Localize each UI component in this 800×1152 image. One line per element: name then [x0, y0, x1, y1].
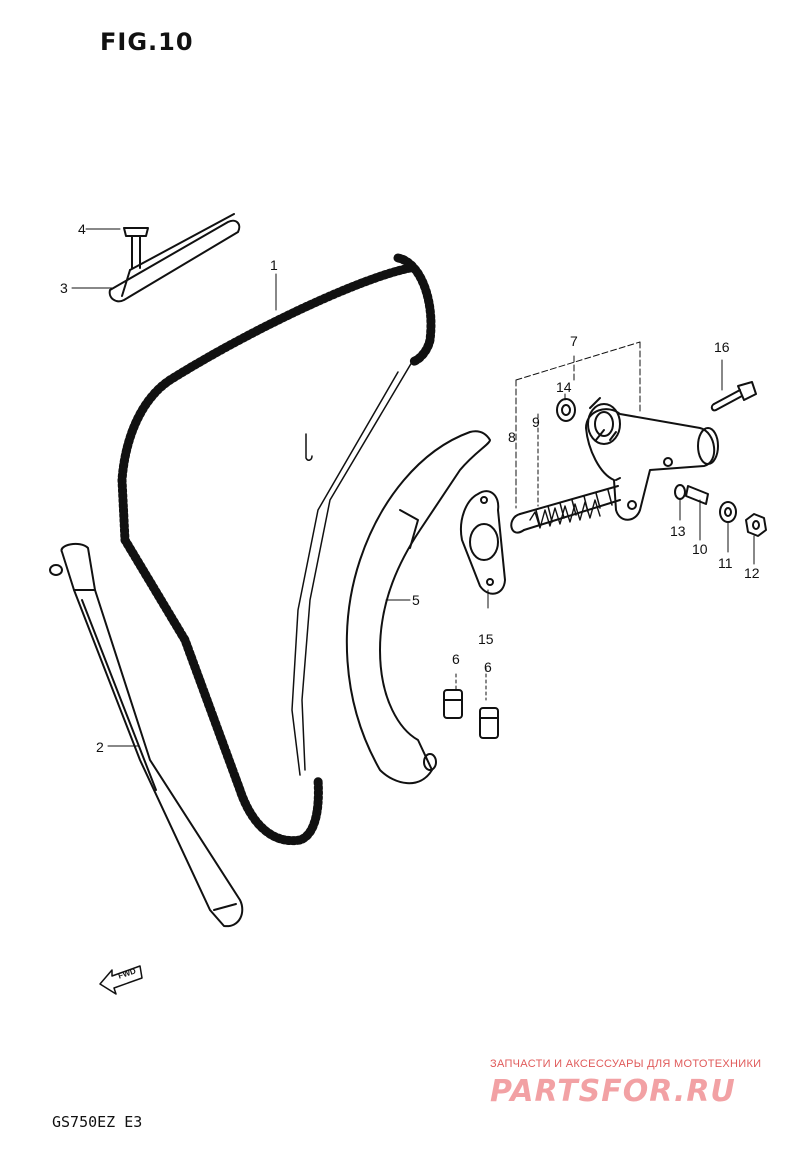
callout-2: 2	[96, 739, 104, 755]
callout-6b: 6	[484, 659, 492, 675]
watermark-logo: PARTSFOR.RU	[490, 1074, 736, 1109]
spring-9	[529, 499, 601, 529]
nut-14	[556, 398, 576, 422]
callout-3: 3	[60, 280, 68, 296]
callout-7: 7	[570, 333, 578, 349]
callout-11: 11	[718, 555, 733, 571]
leader-lines	[71, 228, 755, 747]
callout-15: 15	[478, 631, 494, 647]
callout-10: 10	[692, 541, 708, 557]
model-code: GS750EZ E3	[52, 1113, 143, 1131]
figure-title: FIG.10	[100, 28, 194, 56]
bolt-10	[685, 485, 709, 505]
bolt-16	[710, 381, 757, 412]
callout-5: 5	[412, 592, 420, 608]
gasket-15	[460, 490, 506, 595]
tensioner-assembly-7	[585, 397, 719, 521]
tensioner-blade	[345, 430, 491, 785]
callout-16: 16	[714, 339, 730, 355]
callout-14: 14	[556, 379, 572, 395]
callout-4: 4	[78, 221, 86, 237]
callout-8: 8	[508, 429, 516, 445]
cam-chain	[117, 253, 436, 846]
callout-12: 12	[744, 565, 760, 581]
bolt-4	[123, 227, 149, 269]
nut-12	[745, 513, 767, 537]
o-ring-13	[674, 484, 686, 500]
watermark-tagline: ЗАПЧАСТИ И АКСЕССУАРЫ ДЛЯ МОТОТЕХНИКИ	[490, 1058, 762, 1070]
chain-guide-top	[108, 213, 241, 303]
callout-9: 9	[532, 414, 540, 430]
washer-11	[719, 501, 737, 523]
callout-6a: 6	[452, 651, 460, 667]
callout-1: 1	[270, 257, 278, 273]
callout-13: 13	[670, 523, 686, 539]
dowel-pin-6b	[479, 707, 499, 739]
forward-arrow-icon	[99, 965, 143, 995]
dowel-pin-6a	[443, 689, 463, 719]
chain-guide-rear	[49, 542, 244, 928]
